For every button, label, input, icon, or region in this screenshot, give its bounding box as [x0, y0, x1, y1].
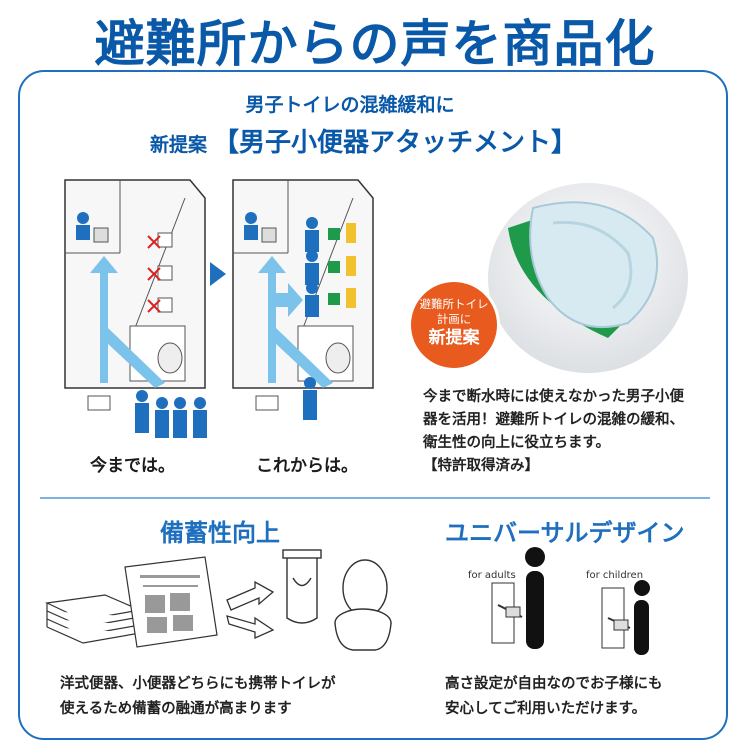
arrows-to-toilets-icon — [226, 580, 275, 640]
urinal-attachment-photo — [488, 183, 688, 373]
adults-label: for adults — [468, 570, 516, 581]
stock-section-title: 備蓄性向上 — [160, 519, 280, 547]
universal-section-body: 高さ設定が自由なのでお子様にも 安心してご利用いただけます。 — [445, 672, 663, 722]
subtitle-prefix: 新提案 — [150, 134, 208, 156]
description-line: 器を活用！避難所トイレの混雑の緩和、 — [423, 412, 684, 428]
patent-note: 【特許取得済み】 — [423, 458, 539, 474]
description-line: 衛生性の向上に役立ちます。 — [423, 435, 611, 451]
subtitle-line1: 男子トイレの混雑緩和に — [245, 94, 455, 116]
badge-line1: 避難所トイレ — [419, 297, 489, 311]
universal-body-line: 安心してご利用いただけます。 — [445, 701, 647, 717]
product-name: 【男子小便器アタッチメント】 — [213, 128, 578, 158]
headline: 避難所からの声を商品化 — [94, 15, 656, 73]
toilets-illustration — [282, 549, 392, 651]
child-user-icon — [601, 580, 650, 655]
children-label: for children — [586, 570, 644, 581]
after-diagram — [232, 179, 374, 420]
badge-line2: 計画に — [436, 312, 472, 326]
section-divider — [40, 497, 710, 499]
after-caption: これからは。 — [256, 456, 358, 476]
content-frame — [18, 70, 728, 740]
new-proposal-badge: 避難所トイレ 計画に 新提案 — [411, 282, 497, 368]
universal-body-line: 高さ設定が自由なのでお子様にも — [445, 676, 663, 692]
before-diagram — [64, 179, 207, 438]
badge-line3: 新提案 — [428, 328, 480, 348]
before-caption: 今までは。 — [90, 456, 175, 476]
stock-section-body: 洋式便器、小便器どちらにも携帯トイレが 使えるため備蓄の融通が高まります — [60, 672, 336, 722]
product-description: 今まで断水時には使えなかった男子小便 器を活用！避難所トイレの混雑の緩和、 衛生… — [423, 386, 723, 478]
universal-section-title: ユニバーサルデザイン — [445, 519, 685, 547]
transition-arrow-icon — [210, 262, 226, 286]
subtitle-line2: 新提案【男子小便器アタッチメント】 — [150, 122, 590, 159]
portable-toilet-packs-illustration — [44, 556, 218, 648]
adult-user-icon — [491, 547, 545, 649]
stock-body-line: 使えるため備蓄の融通が高まります — [60, 701, 292, 717]
stock-body-line: 洋式便器、小便器どちらにも携帯トイレが — [60, 676, 336, 692]
description-line: 今まで断水時には使えなかった男子小便 — [423, 389, 684, 405]
